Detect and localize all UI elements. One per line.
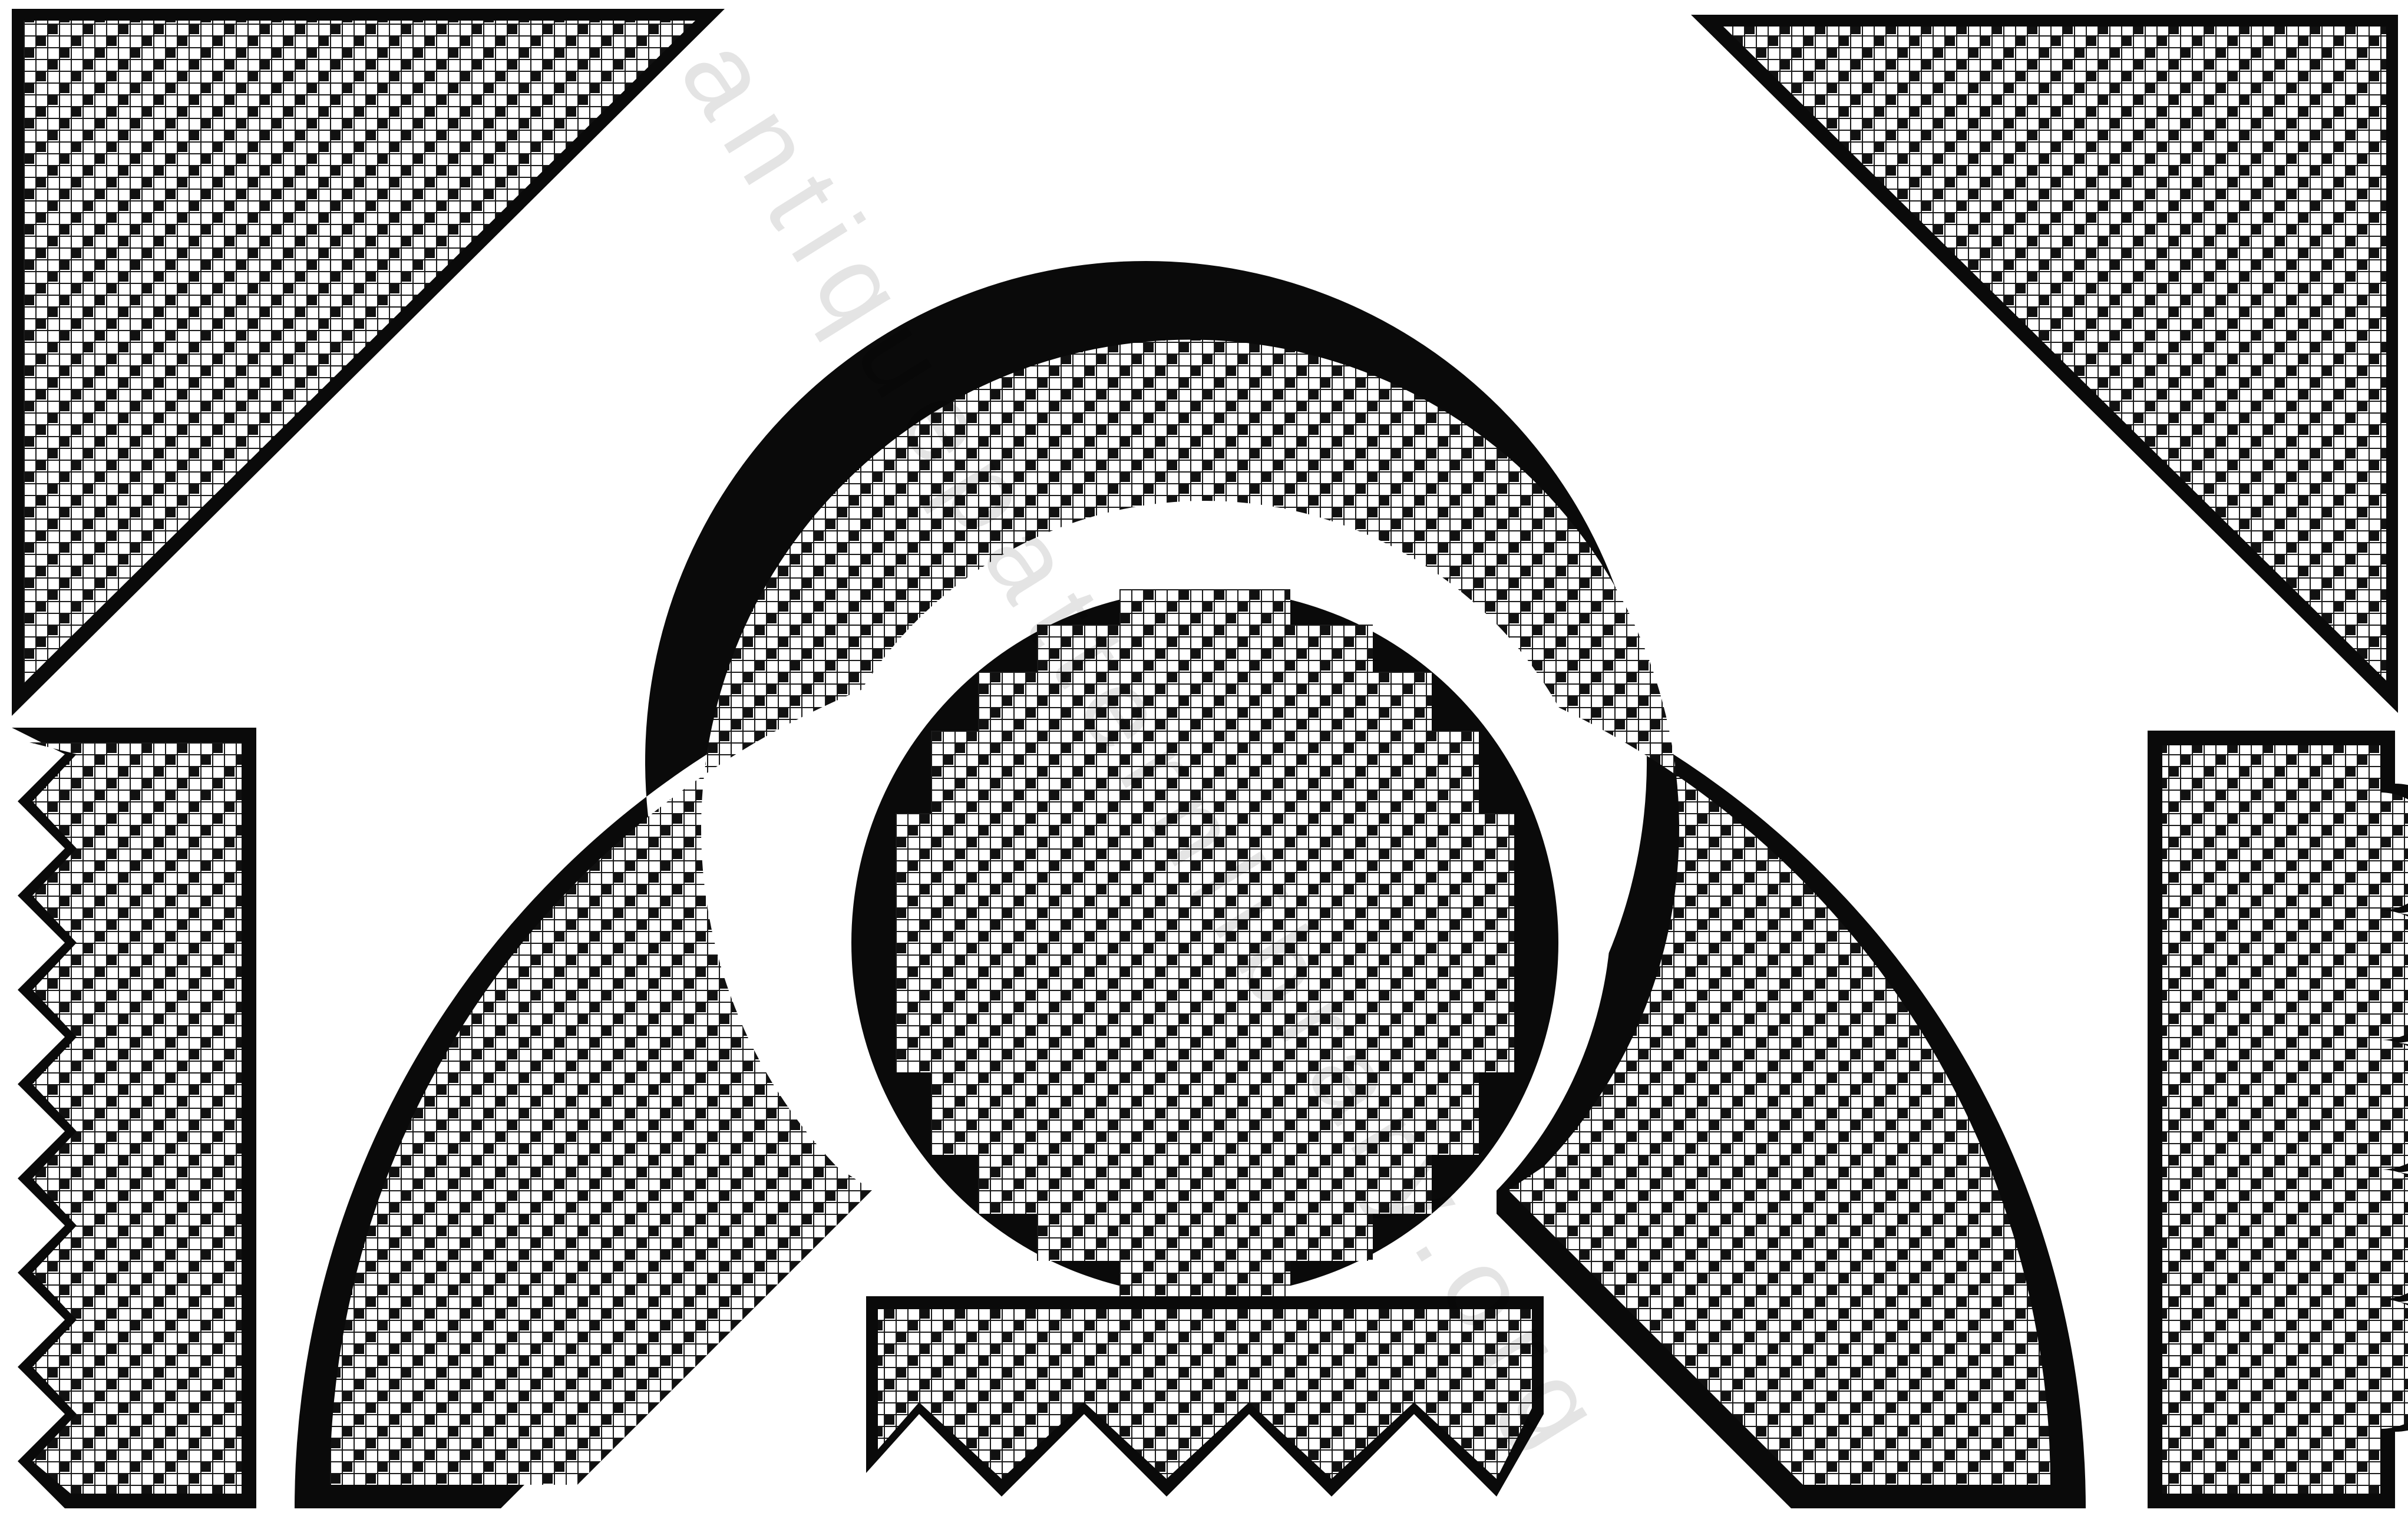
right-vertical-edging-strip bbox=[2148, 731, 2408, 1508]
top-right-triangle-corner bbox=[1691, 15, 2398, 713]
right-edging-lace bbox=[2162, 745, 2408, 1494]
top-right-triangle-lace bbox=[1723, 27, 2386, 681]
left-vertical-edging-strip bbox=[12, 728, 256, 1508]
top-left-triangle-corner bbox=[12, 9, 725, 716]
top-left-triangle-lace bbox=[24, 21, 695, 683]
